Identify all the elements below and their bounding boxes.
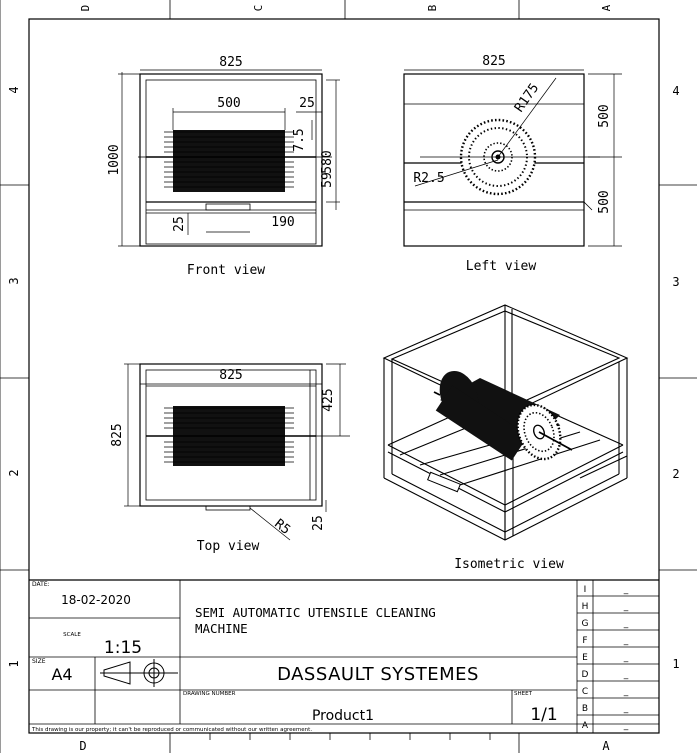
zone-number-right-4: 4 — [672, 84, 679, 98]
revision-letter: D — [582, 670, 589, 680]
top-view: 825 825 425 R5 25 Top view — [110, 363, 350, 554]
scale-label: SCALE — [63, 632, 81, 638]
zone-number-left-4: 4 — [7, 86, 21, 93]
left-view-label: Left view — [466, 259, 537, 274]
zone-letter-top-c: C — [252, 5, 265, 12]
top-handle — [205, 505, 251, 511]
front-dim-height: 1000 — [107, 144, 122, 175]
revision-letter: B — [582, 704, 588, 714]
front-dim-small: 7.5 — [292, 128, 307, 151]
drawing-number: Product1 — [312, 708, 374, 724]
left-dim-upper: 500 — [597, 104, 612, 127]
revision-table: I _ H _ G _ F _ E _ D _ C _ B _ A _ — [582, 585, 629, 731]
front-dim-width: 825 — [219, 55, 242, 70]
front-dim-mid2: 59 — [320, 172, 335, 188]
top-zone-markers: D C B A — [79, 0, 613, 19]
drawing-frame — [28, 18, 660, 734]
left-dim-radius: R175 — [512, 81, 542, 115]
right-zone-markers: 4 3 2 1 — [659, 84, 697, 671]
front-drum — [173, 130, 285, 192]
date-label: DATE: — [32, 581, 50, 588]
zone-letter-bottom-d: D — [79, 739, 86, 753]
iso-frame — [382, 304, 629, 541]
iso-drum — [433, 370, 573, 461]
front-view-label: Front view — [187, 263, 265, 278]
top-view-label: Top view — [197, 539, 260, 554]
top-dim-width: 825 — [219, 368, 242, 383]
top-dim-radius: R5 — [271, 517, 293, 538]
date-value: 18-02-2020 — [61, 593, 131, 607]
front-view: 825 500 25 1000 7.5 580 59 25 190 Front … — [107, 55, 340, 278]
top-dim-bottom: 25 — [311, 515, 326, 531]
zone-number-left-3: 3 — [7, 277, 21, 284]
title-block: DATE: 18-02-2020 SCALE 1:15 SIZE A4 SEMI… — [29, 579, 659, 733]
iso-handle — [427, 471, 461, 493]
revision-value: _ — [623, 585, 629, 595]
projection-symbol-icon — [100, 659, 178, 687]
size-value: A4 — [51, 665, 72, 684]
revision-value: _ — [623, 704, 629, 714]
top-dim-height: 825 — [110, 423, 125, 446]
revision-letter: G — [582, 619, 589, 629]
isometric-view: Isometric view — [382, 304, 629, 572]
sheet-value: 1/1 — [530, 705, 557, 725]
revision-value: _ — [623, 619, 629, 629]
revision-value: _ — [623, 636, 629, 646]
left-dim-width: 825 — [482, 54, 505, 69]
revision-letter: F — [582, 636, 587, 646]
front-handle — [205, 203, 251, 211]
zone-number-left-2: 2 — [7, 469, 21, 476]
bottom-zone-markers: D A — [79, 733, 610, 753]
company-name: DASSAULT SYSTEMES — [277, 664, 479, 685]
front-dim-mid: 580 — [320, 150, 335, 173]
drawing-number-label: DRAWING NUMBER — [183, 691, 236, 697]
revision-letter: H — [582, 602, 589, 612]
top-dim-right: 425 — [321, 388, 336, 411]
drawing-title: SEMI AUTOMATIC UTENSILE CLEANING MACHINE — [195, 605, 443, 636]
front-drum-bristles — [164, 131, 294, 188]
zone-letter-bottom-a: A — [602, 739, 610, 753]
sheet-label: SHEET — [514, 691, 533, 697]
zone-number-right-1: 1 — [672, 657, 679, 671]
zone-number-right-3: 3 — [672, 275, 679, 289]
zone-number-left-1: 1 — [7, 660, 21, 667]
zone-letter-top-b: B — [426, 4, 439, 11]
revision-value: _ — [623, 721, 629, 731]
front-dim-inner: 500 — [217, 96, 240, 111]
front-dim-bottom: 25 — [172, 216, 187, 232]
zone-letter-top-a: A — [600, 4, 613, 11]
left-view: 825 R175 R2.5 500 500 Left view — [403, 54, 622, 274]
scale-value: 1:15 — [104, 638, 142, 658]
revision-value: _ — [623, 602, 629, 612]
left-zone-markers: 4 3 2 1 — [0, 86, 29, 668]
zone-letter-top-d: D — [79, 5, 92, 12]
left-dim-hub: R2.5 — [413, 171, 444, 186]
revision-letter: E — [582, 653, 588, 663]
revision-letter: A — [582, 721, 589, 731]
left-dim-lower: 500 — [597, 190, 612, 213]
disclaimer-text: This drawing is our property; it can't b… — [31, 727, 312, 733]
revision-value: _ — [623, 687, 629, 697]
revision-letter: I — [584, 585, 587, 595]
zone-number-right-2: 2 — [672, 467, 679, 481]
front-dim-right: 25 — [299, 96, 315, 111]
revision-letter: C — [582, 687, 588, 697]
front-dim-handle: 190 — [271, 215, 294, 230]
iso-view-label: Isometric view — [454, 557, 564, 572]
revision-value: _ — [623, 670, 629, 680]
revision-value: _ — [623, 653, 629, 663]
size-label: SIZE — [32, 658, 46, 665]
top-drum-bristles — [164, 407, 294, 463]
